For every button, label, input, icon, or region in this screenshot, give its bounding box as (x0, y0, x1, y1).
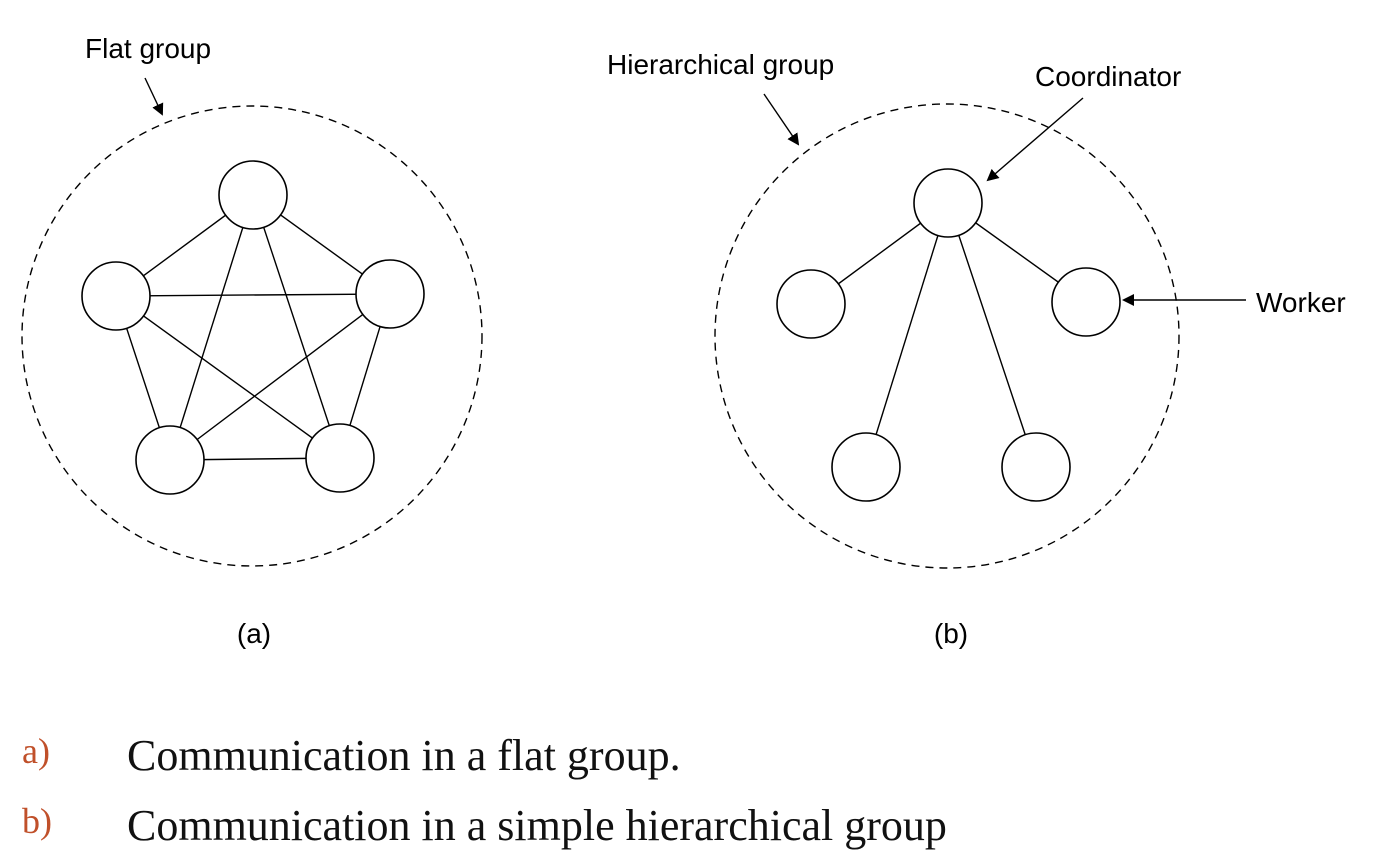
flat-process-node (305, 423, 375, 493)
flat-process-node (218, 160, 288, 230)
worker-node (1001, 432, 1071, 502)
caption-marker: b) (22, 801, 52, 841)
caption-text: Communication in a flat group. (127, 731, 681, 780)
hierarchical-group-panel: Hierarchical group Coordinator Worker (b… (607, 49, 1346, 649)
worker-node (776, 269, 846, 339)
caption-item: a) Communication in a flat group. (0, 730, 1377, 790)
hierarchical-group-boundary (714, 103, 1180, 569)
flat-edge (252, 194, 341, 459)
worker-node (1051, 267, 1121, 337)
flat-group-panel: Flat group (a) (21, 33, 483, 649)
panel-b-label: (b) (934, 618, 968, 649)
flat-process-node (81, 261, 151, 331)
flat-edge (115, 295, 341, 459)
flat-process-node (135, 425, 205, 495)
hierarchy-edge (947, 202, 1037, 468)
flat-edge (169, 194, 254, 461)
flat-edge (115, 293, 391, 297)
coordinator-pointer-arrow (986, 97, 1084, 182)
caption-text: Communication in a simple hierarchical g… (127, 801, 947, 850)
hierarchical-group-pointer-arrow (763, 93, 800, 146)
group-communication-diagram: Flat group (a) Hierarchical group Coordi… (21, 33, 1346, 649)
hierarchy-edge (865, 202, 949, 468)
worker-node (831, 432, 901, 502)
flat-group-boundary (21, 105, 483, 567)
flat-group-pointer-arrow (144, 77, 164, 116)
caption-item: b) Communication in a simple hierarchica… (0, 800, 1377, 860)
coordinator-label: Coordinator (1035, 61, 1181, 92)
flat-group-label: Flat group (85, 33, 211, 64)
worker-label: Worker (1256, 287, 1346, 318)
flat-edge (169, 293, 391, 461)
hierarchical-group-label: Hierarchical group (607, 49, 834, 80)
caption-marker: a) (22, 731, 50, 771)
flat-process-node (355, 259, 425, 329)
coordinator-node (913, 168, 983, 238)
panel-a-label: (a) (237, 618, 271, 649)
